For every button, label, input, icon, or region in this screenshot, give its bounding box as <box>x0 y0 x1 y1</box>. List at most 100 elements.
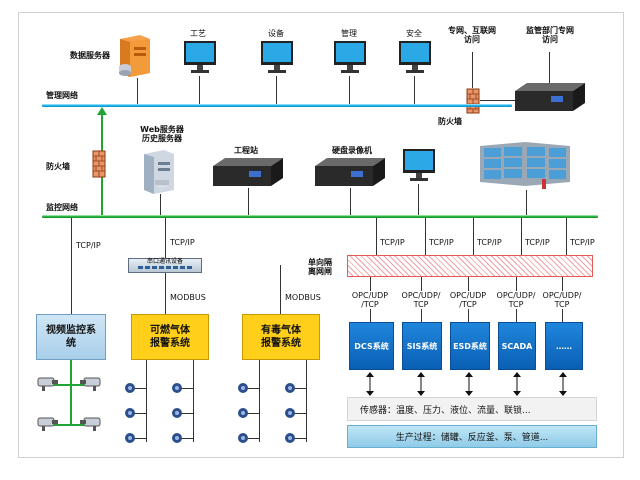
opc-label: OPC/UDP /TCP <box>449 291 487 310</box>
connector <box>294 388 306 389</box>
modbus-label: MODBUS <box>170 293 206 302</box>
connector <box>247 413 259 414</box>
connector <box>134 388 146 389</box>
video-monitoring-system-box: 视频监控系 统 <box>36 314 106 360</box>
connector <box>70 360 72 426</box>
esd-system-box: ESD系统 <box>450 322 490 370</box>
regulator-access-label: 监管部门专网 访问 <box>526 26 574 45</box>
web-server-icon <box>144 150 174 194</box>
other-system-box: …… <box>545 322 583 370</box>
serial-comm-device: 串口通讯设备 <box>128 258 202 273</box>
connector <box>193 360 194 442</box>
workstation-label-equipment: 设备 <box>268 29 284 38</box>
opc-label: OPC/UDP/ TCP <box>401 291 441 310</box>
connector <box>165 218 166 258</box>
gas-detector-icon <box>172 433 182 443</box>
tcp-ip-label: TCP/IP <box>429 238 454 247</box>
firewall-icon <box>466 88 480 114</box>
connector <box>294 413 306 414</box>
gas-detector-icon <box>285 433 295 443</box>
rack-server-icon <box>515 83 585 111</box>
management-network-label: 管理网络 <box>46 91 78 100</box>
connector <box>46 384 94 386</box>
connector <box>134 438 146 439</box>
firewall-left-label: 防火墙 <box>46 162 70 171</box>
tcp-ip-label: TCP/IP <box>570 238 595 247</box>
gas-detector-icon <box>238 383 248 393</box>
tcp-ip-label: TCP/IP <box>380 238 405 247</box>
connector <box>376 218 377 255</box>
double-arrow-icon <box>559 372 567 396</box>
connector <box>521 218 522 255</box>
connector <box>350 188 351 216</box>
tcp-ip-label: TCP/IP <box>477 238 502 247</box>
rack-server-icon <box>315 158 385 186</box>
monitor-icon <box>334 41 366 73</box>
internet-access-label: 专网、互联网 访问 <box>448 26 496 45</box>
connector <box>566 218 567 255</box>
gas-detector-icon <box>172 383 182 393</box>
gas-detector-icon <box>125 383 135 393</box>
double-arrow-icon <box>513 372 521 396</box>
connector <box>473 218 474 255</box>
connector <box>199 76 200 104</box>
gas-detector-icon <box>285 408 295 418</box>
rack-server-icon <box>213 158 283 186</box>
sensors-bar: 传感器：温度、压力、液位、流量、联锁... <box>347 397 597 421</box>
connector <box>248 188 249 216</box>
workstation-label-management: 管理 <box>341 29 357 38</box>
gas-detector-icon <box>125 433 135 443</box>
firewall-icon <box>92 150 106 178</box>
camera-icon <box>37 377 58 391</box>
management-network-bus <box>42 104 512 107</box>
dcs-system-box: DCS系统 <box>349 322 394 370</box>
connector <box>472 52 473 88</box>
connector <box>181 388 193 389</box>
gas-detector-icon <box>285 383 295 393</box>
monitor-icon <box>261 41 293 73</box>
connector <box>294 438 306 439</box>
connector <box>526 190 527 216</box>
connector <box>306 360 307 442</box>
workstation-label-safety: 安全 <box>406 29 422 38</box>
monitor-icon <box>184 41 216 73</box>
connector <box>181 413 193 414</box>
production-process-bar: 生产过程：储罐、反应釜、泵、管道... <box>347 425 597 448</box>
connector <box>259 360 260 442</box>
gas-detector-icon <box>238 433 248 443</box>
camera-icon <box>80 417 101 431</box>
connector <box>137 78 138 104</box>
connector <box>280 265 281 314</box>
gas-detector-icon <box>125 408 135 418</box>
diagram-frame <box>18 12 624 458</box>
opc-label: OPC/UDP /TCP <box>351 291 389 310</box>
disk-recorder-label: 硬盘录像机 <box>332 146 372 155</box>
gas-detector-icon <box>172 408 182 418</box>
connector <box>549 52 550 83</box>
connector <box>276 76 277 104</box>
connector <box>160 194 161 216</box>
connector <box>146 360 147 442</box>
gas-detector-icon <box>238 408 248 418</box>
monitor-icon <box>399 41 431 73</box>
tcp-ip-label: TCP/IP <box>525 238 550 247</box>
scada-system-box: SCADA <box>498 322 536 370</box>
sis-system-box: SIS系统 <box>402 322 442 370</box>
connector <box>71 218 72 314</box>
monitor-network-label: 监控网络 <box>46 203 78 212</box>
double-arrow-icon <box>417 372 425 396</box>
firewall-right-label: 防火墙 <box>438 117 462 126</box>
data-server-icon <box>119 35 150 77</box>
camera-icon <box>80 377 101 391</box>
opc-label: OPC/UDP/ TCP <box>496 291 536 310</box>
video-wall-icon <box>480 142 570 189</box>
web-server-label: Web服务器 历史服务器 <box>140 125 184 144</box>
tcp-ip-label: TCP/IP <box>76 241 101 250</box>
opc-label: OPC/UDP/ TCP <box>542 291 582 310</box>
connector <box>418 184 419 216</box>
monitor-icon <box>403 149 435 181</box>
combustible-gas-alarm-box: 可燃气体 报警系统 <box>131 314 209 360</box>
workstation-label-process: 工艺 <box>190 29 206 38</box>
modbus-label: MODBUS <box>285 293 321 302</box>
data-server-label: 数据服务器 <box>70 51 110 60</box>
